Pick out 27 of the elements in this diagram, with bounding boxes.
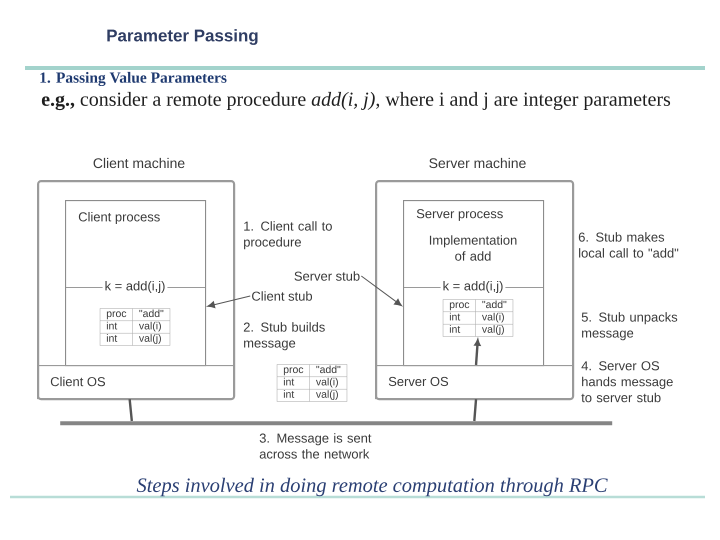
message-arrow — [474, 339, 481, 366]
leader-arrow — [360, 276, 402, 306]
implementation-label: Implementation of add — [430, 235, 516, 261]
machine-label: Client machine — [94, 158, 184, 168]
message-table: proc "add" int val(i) int val(j) — [100, 308, 170, 346]
step-label: 3. Message is sent across the network — [260, 433, 372, 459]
stub-label: Client stub — [252, 291, 312, 301]
process-label: Server process — [416, 209, 503, 221]
process-label: Client process — [78, 212, 160, 224]
leader-arrow — [207, 296, 251, 308]
step-label: 4. Server OS hands message to server stub — [581, 361, 673, 402]
caption: Steps involved in doing remote computation through RPC — [136, 478, 608, 496]
message-table: proc "add" int val(i) int val(j) — [276, 364, 348, 402]
os-band: Server OS — [375, 365, 574, 400]
slide-title: Parameter Passing — [107, 29, 258, 45]
stub-label: Server stub — [294, 271, 360, 281]
step-label: 2. Stub builds message — [244, 322, 325, 350]
network-connector — [128, 398, 134, 422]
machine-label: Server machine — [429, 158, 526, 168]
body-text: e.g., consider a remote procedure add(i, j), where i and j are integer parameters — [42, 92, 670, 110]
message-table: proc "add" int val(i) int val(j) — [442, 299, 514, 337]
step-label: 5. Stub unpacks message — [582, 312, 678, 340]
network-connector — [473, 399, 478, 422]
os-band: Client OS — [37, 365, 234, 400]
step-label: 1. Client call to procedure — [244, 221, 332, 250]
step-label: 6. Stub makes local call to "add" — [578, 232, 678, 258]
section-heading: 1. Passing Value Parameters — [40, 72, 227, 86]
